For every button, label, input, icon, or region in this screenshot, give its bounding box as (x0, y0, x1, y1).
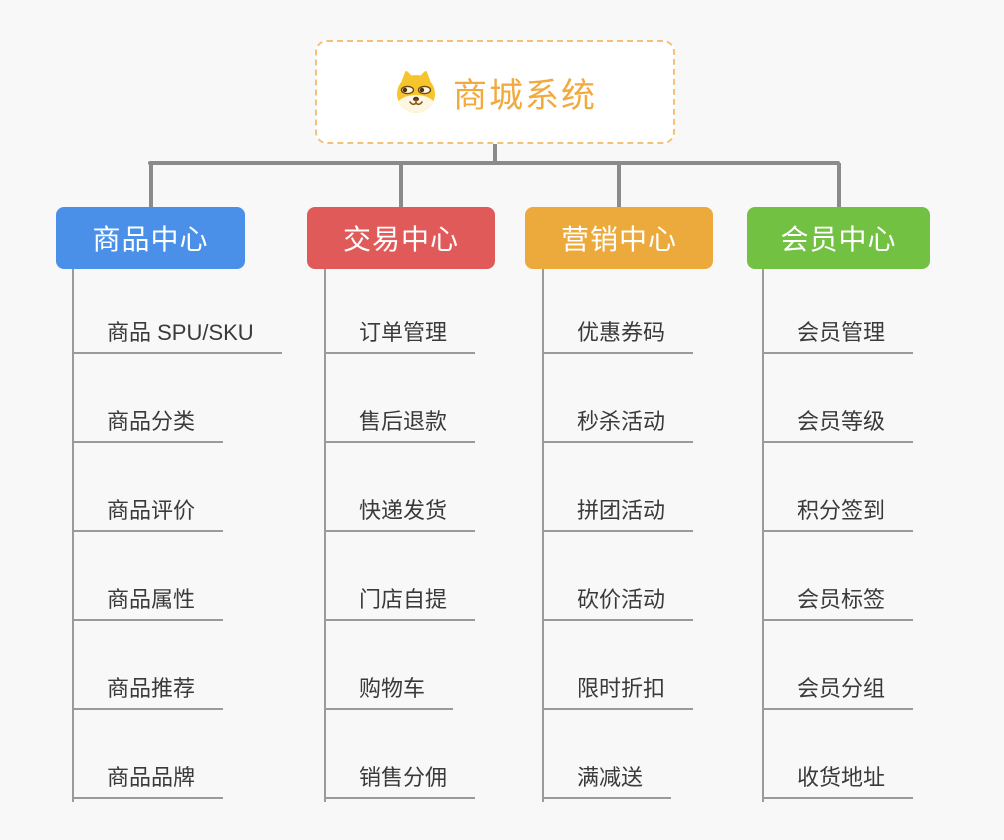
child-topic[interactable]: 砍价活动 (542, 587, 694, 621)
branch-node-product-center[interactable]: 商品中心 (56, 207, 245, 269)
child-topic[interactable]: 商品属性 (72, 587, 224, 621)
connector-children-branch-3 (542, 269, 544, 802)
connector-bus (148, 161, 840, 165)
child-topic[interactable]: 商品评价 (72, 498, 224, 532)
root-node[interactable]: 商城系统 (315, 40, 675, 144)
child-topic[interactable]: 会员分组 (762, 676, 914, 710)
connector-drop-branch-2 (399, 163, 403, 207)
child-topic[interactable]: 购物车 (324, 676, 454, 710)
branch-node-trade-center[interactable]: 交易中心 (307, 207, 495, 269)
child-topic[interactable]: 会员标签 (762, 587, 914, 621)
child-topic[interactable]: 商品分类 (72, 409, 224, 443)
branch-label: 交易中心 (342, 224, 459, 255)
child-topic[interactable]: 快递发货 (324, 498, 476, 532)
child-topic[interactable]: 会员等级 (762, 409, 914, 443)
branch-node-marketing-center[interactable]: 营销中心 (525, 207, 713, 269)
child-topic[interactable]: 商品推荐 (72, 676, 224, 710)
child-topic[interactable]: 积分签到 (762, 498, 914, 532)
child-topic[interactable]: 拼团活动 (542, 498, 694, 532)
connector-children-branch-1 (72, 269, 74, 802)
dog-face-icon (397, 71, 435, 113)
child-topic[interactable]: 优惠券码 (542, 320, 694, 354)
child-topic[interactable]: 商品品牌 (72, 765, 224, 799)
child-topic[interactable]: 门店自提 (324, 587, 476, 621)
child-topic[interactable]: 收货地址 (762, 765, 914, 799)
root-title: 商城系统 (453, 76, 597, 115)
connector-drop-branch-1 (149, 163, 153, 207)
connector-children-branch-4 (762, 269, 764, 802)
child-topic[interactable]: 秒杀活动 (542, 409, 694, 443)
branch-node-member-center[interactable]: 会员中心 (747, 207, 930, 269)
child-topic[interactable]: 限时折扣 (542, 676, 694, 710)
child-topic[interactable]: 满减送 (542, 765, 672, 799)
branch-label: 营销中心 (560, 224, 677, 255)
child-topic[interactable]: 会员管理 (762, 320, 914, 354)
child-topic[interactable]: 商品 SPU/SKU (72, 320, 282, 354)
child-topic[interactable]: 售后退款 (324, 409, 476, 443)
connector-drop-branch-3 (617, 163, 621, 207)
child-topic[interactable]: 订单管理 (324, 320, 476, 354)
connector-drop-branch-4 (837, 163, 841, 207)
branch-label: 商品中心 (92, 224, 209, 255)
connector-root-drop (493, 142, 497, 163)
connector-children-branch-2 (324, 269, 326, 802)
branch-label: 会员中心 (780, 224, 897, 255)
child-topic[interactable]: 销售分佣 (324, 765, 476, 799)
